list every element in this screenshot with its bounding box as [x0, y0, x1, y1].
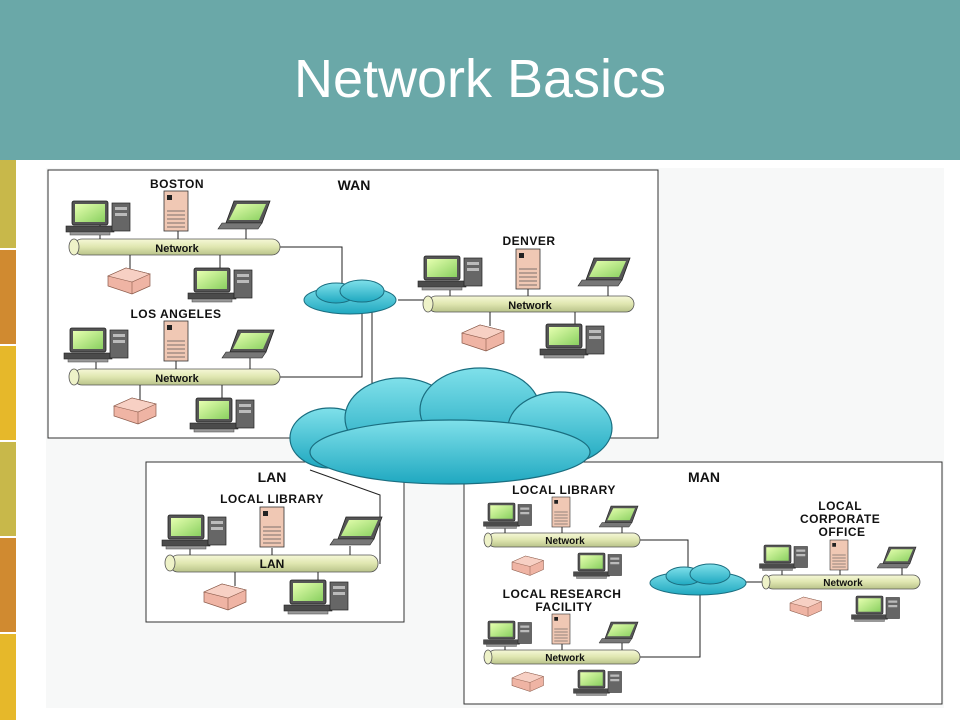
man-title: MAN: [688, 469, 720, 485]
server-icon: [551, 613, 571, 645]
man-research-network: Network: [483, 643, 641, 665]
link-line: [640, 539, 689, 572]
wan-cloud-small: [303, 279, 397, 315]
slide-title: Network Basics: [293, 49, 667, 109]
man-corporate-network: Network: [761, 567, 921, 590]
wan-boston-network: Network: [68, 213, 281, 270]
site-label-corporate: LOCAL CORPORATE OFFICE: [800, 499, 884, 539]
server-icon: [163, 190, 189, 232]
desktop-computer-icon: [573, 669, 622, 696]
desktop-computer-icon: [65, 200, 131, 236]
accent-stripe: [0, 250, 16, 344]
desktop-computer-icon: [483, 502, 532, 529]
wan-denver-network: Network: [422, 286, 635, 326]
link-line: [309, 469, 381, 564]
accent-stripe: [0, 346, 16, 440]
site-label-boston: BOSTON: [150, 177, 204, 191]
network-label: Network: [155, 373, 199, 385]
desktop-computer-icon: [851, 595, 900, 622]
desktop-computer-icon: [759, 544, 808, 571]
man-cloud: [649, 563, 747, 596]
network-label: Network: [823, 578, 863, 589]
desktop-computer-icon: [283, 579, 349, 615]
wan-la-network: Network: [68, 358, 281, 400]
network-label: Network: [508, 300, 552, 312]
network-label: Network: [155, 243, 199, 255]
server-icon: [163, 320, 189, 362]
server-icon: [259, 506, 285, 548]
network-label: Network: [545, 653, 585, 664]
desktop-computer-icon: [187, 267, 253, 303]
server-icon: [829, 539, 849, 571]
wan-title: WAN: [338, 177, 371, 193]
accent-stripe: [0, 538, 16, 632]
man-library-network: Network: [483, 526, 641, 548]
link-line: [640, 594, 701, 658]
server-icon: [551, 496, 571, 528]
desktop-computer-icon: [189, 397, 255, 433]
slide-header: Network Basics: [0, 0, 960, 160]
link-line: [280, 246, 343, 290]
accent-stripe: [0, 442, 16, 536]
server-icon: [515, 248, 541, 290]
desktop-computer-icon: [539, 323, 605, 359]
accent-stripe: [0, 160, 16, 248]
site-label-los-angeles: LOS ANGELES: [130, 307, 221, 321]
link-line: [280, 310, 363, 378]
lan-network: LAN: [164, 546, 379, 586]
internet-cloud: [289, 367, 613, 485]
desktop-computer-icon: [161, 514, 227, 550]
site-label-man-library: LOCAL LIBRARY: [512, 483, 616, 497]
desktop-computer-icon: [573, 552, 622, 579]
network-label: Network: [545, 536, 585, 547]
network-label: LAN: [260, 557, 285, 571]
desktop-computer-icon: [483, 620, 532, 647]
accent-stripe: [0, 634, 16, 720]
lan-title: LAN: [258, 469, 287, 485]
site-label-lan-library: LOCAL LIBRARY: [220, 492, 324, 506]
site-label-denver: DENVER: [502, 234, 555, 248]
desktop-computer-icon: [63, 327, 129, 363]
site-label-research: LOCAL RESEARCH FACILITY: [503, 587, 626, 614]
desktop-computer-icon: [417, 255, 483, 291]
